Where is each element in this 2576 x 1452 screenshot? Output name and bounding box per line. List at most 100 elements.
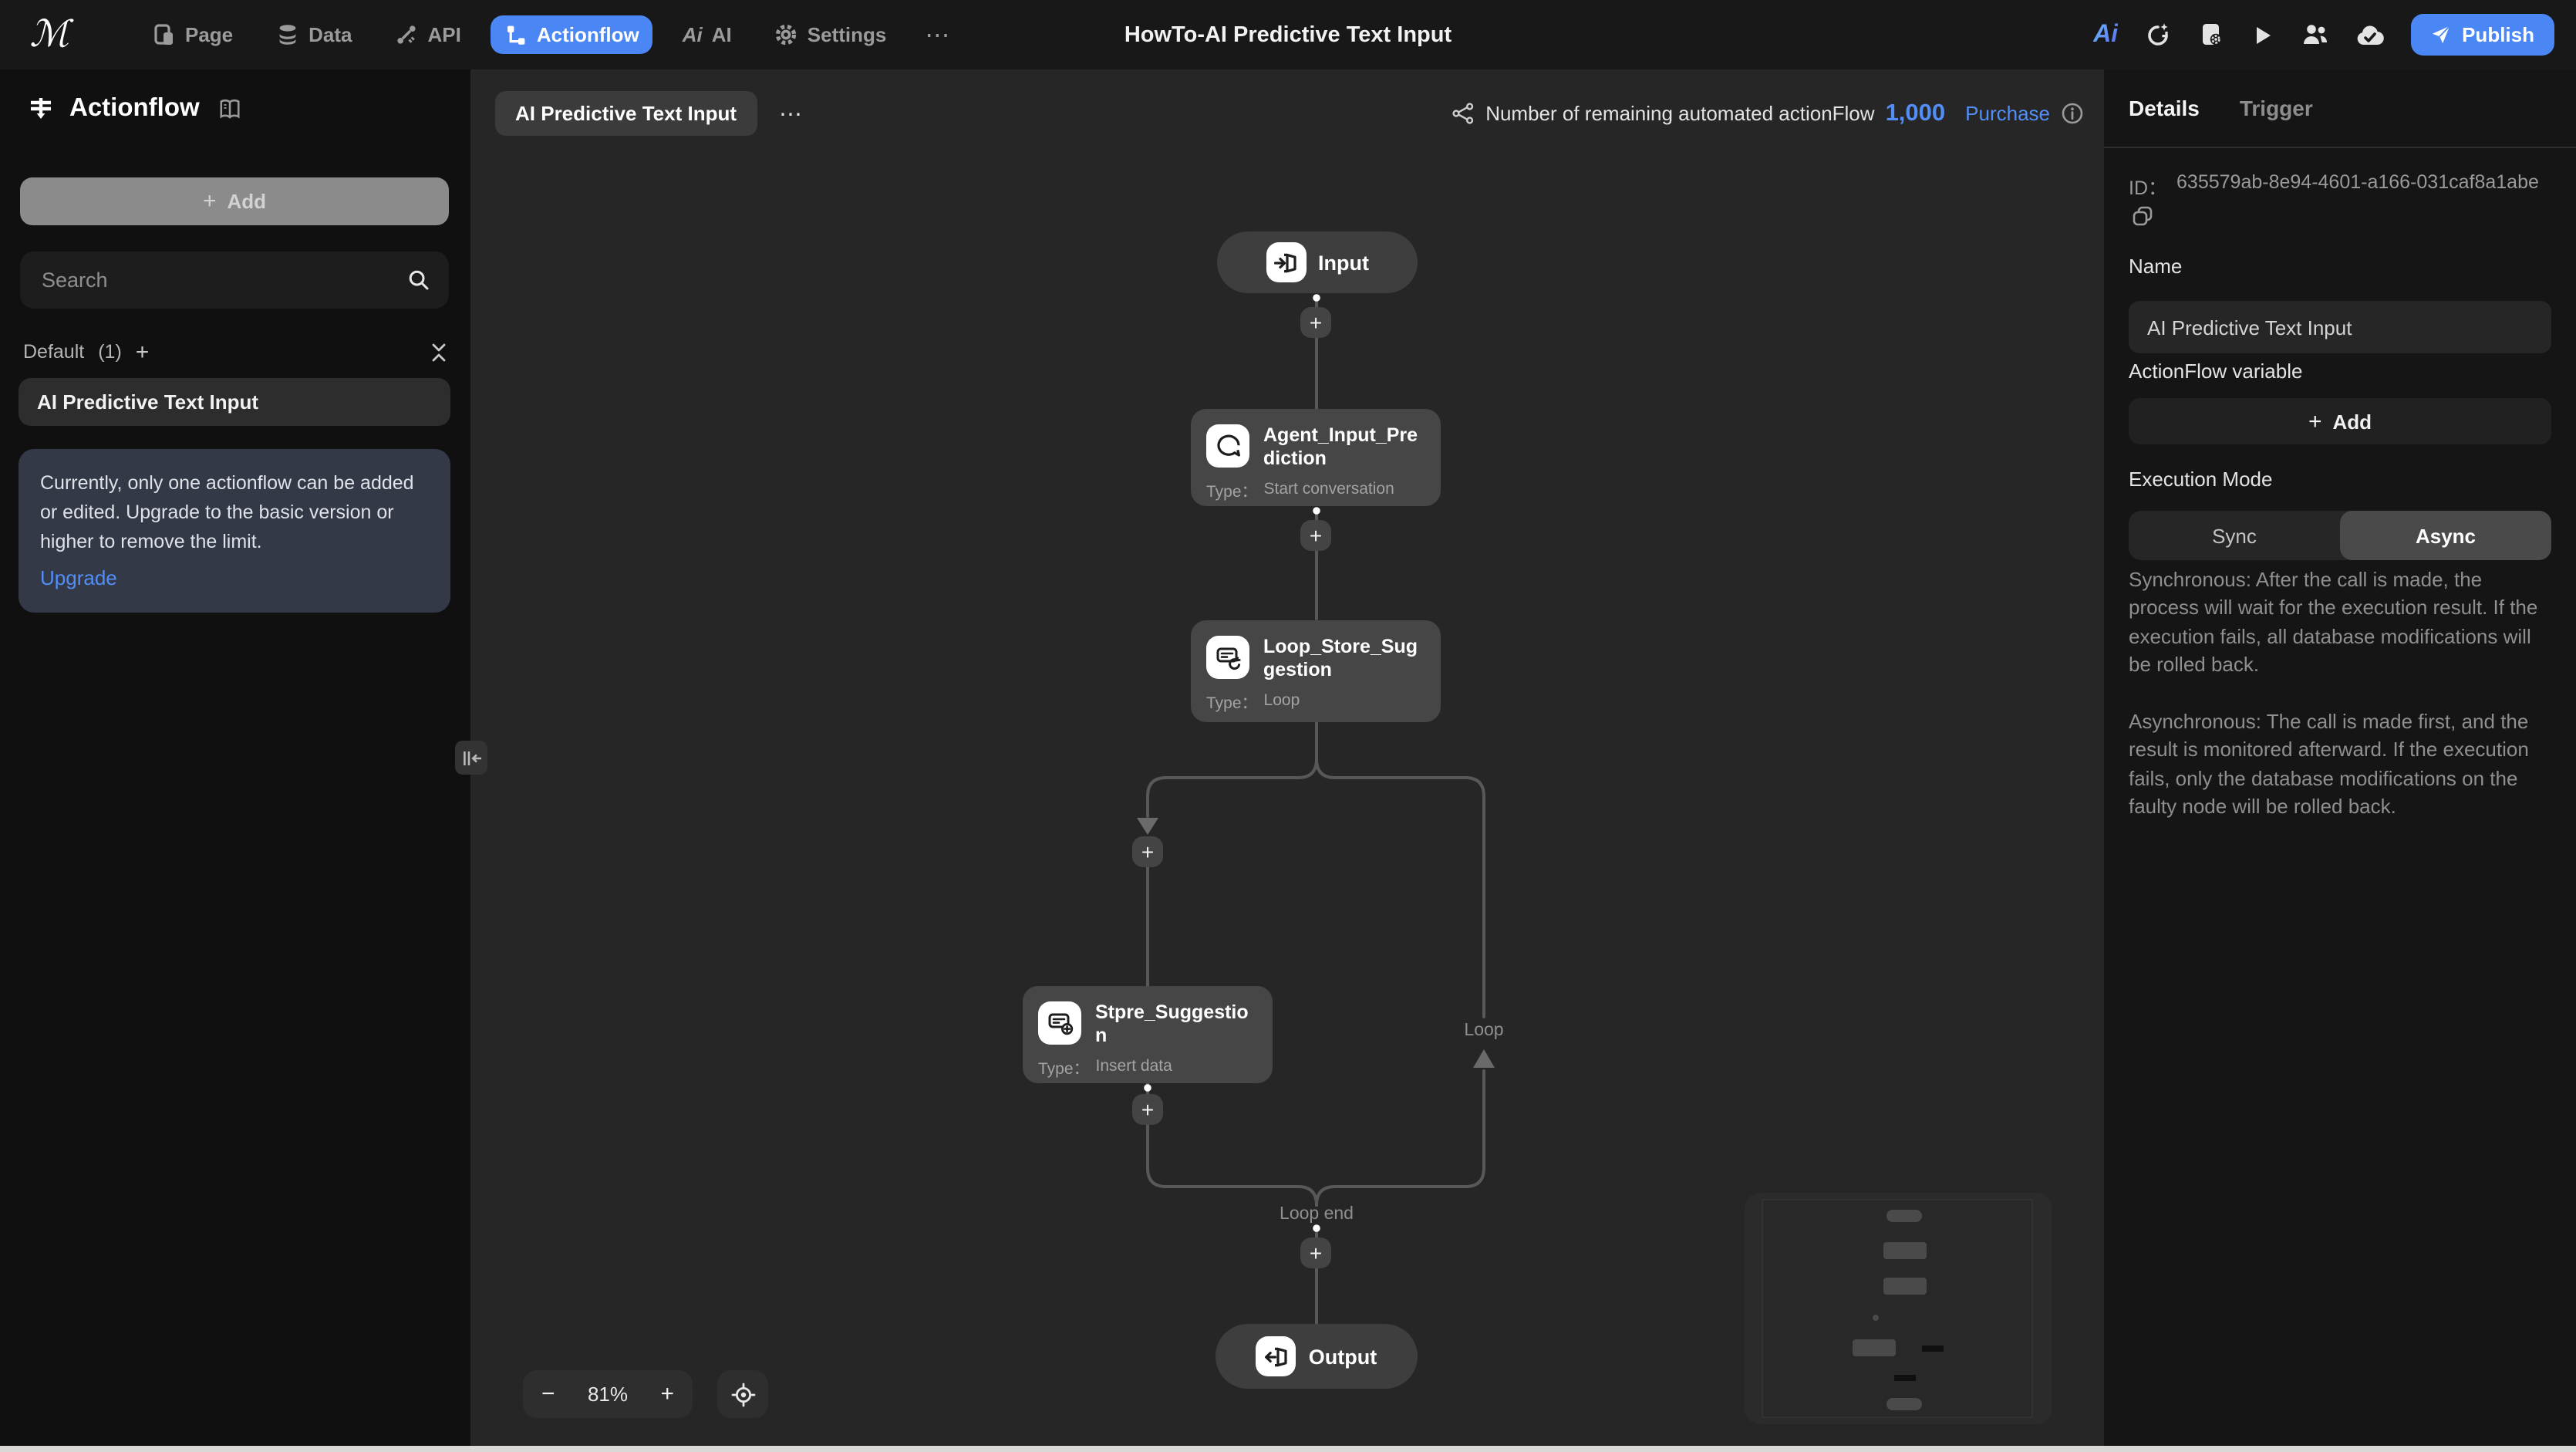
node-agent-input-prediction[interactable]: Agent_Input_Prediction Type： Start conve… — [1191, 409, 1441, 506]
async-description: Asynchronous: The call is made first, an… — [2129, 710, 2529, 819]
plus-icon: + — [202, 188, 217, 214]
main-nav: Page Data API Actionflow Ai AI Settings — [139, 15, 960, 54]
nav-item-settings[interactable]: Settings — [761, 15, 901, 54]
actionflow-sidebar: Actionflow + Add Default (1) + AI Predic… — [0, 69, 470, 1452]
collapse-all-icon[interactable] — [429, 342, 449, 362]
execution-mode-label: Execution Mode — [2129, 468, 2273, 491]
ai-logo[interactable]: Ai — [2093, 21, 2119, 47]
ai-icon: Ai — [682, 23, 703, 46]
page-icon — [153, 23, 176, 46]
name-input[interactable]: AI Predictive Text Input — [2129, 301, 2551, 353]
output-door-icon — [1256, 1336, 1296, 1376]
copy-id-icon[interactable] — [2132, 205, 2153, 227]
doc-settings-icon[interactable] — [2198, 22, 2224, 48]
nav-more-button[interactable]: ⋯ — [925, 22, 952, 49]
flow-canvas[interactable]: AI Predictive Text Input ⋯ Number of rem… — [470, 69, 2104, 1452]
add-variable-label: Add — [2332, 410, 2372, 433]
actionflow-icon — [504, 23, 528, 46]
search-icon[interactable] — [407, 268, 430, 292]
loop-end-label: Loop end — [1280, 1205, 1354, 1224]
insert-data-icon — [1038, 1001, 1081, 1045]
play-icon[interactable] — [2251, 22, 2275, 47]
info-icon[interactable] — [2061, 102, 2084, 125]
zoom-in-button[interactable]: + — [660, 1381, 674, 1407]
nav-item-label: Data — [309, 23, 352, 46]
top-navbar: ℳ Page Data API Actionflow Ai AI — [0, 0, 2576, 69]
search-input[interactable] — [39, 267, 407, 293]
api-icon — [396, 23, 419, 46]
nav-item-api[interactable]: API — [382, 15, 475, 54]
variable-label: ActionFlow variable — [2129, 360, 2303, 383]
canvas-minimap[interactable] — [1745, 1193, 2052, 1424]
users-icon[interactable] — [2301, 22, 2329, 48]
node-type-label: Type： — [1038, 1060, 1090, 1079]
add-label: Add — [227, 190, 267, 213]
node-type-label: Type： — [1206, 483, 1258, 501]
momen-logo: ℳ — [29, 12, 69, 56]
node-input[interactable]: Input — [1217, 231, 1418, 293]
remaining-label: Number of remaining automated actionFlow — [1485, 102, 1875, 125]
nav-item-label: Actionflow — [536, 23, 639, 46]
gear-icon — [775, 23, 798, 46]
panel-divider — [2104, 147, 2576, 148]
node-input-label: Input — [1318, 251, 1369, 274]
database-icon — [276, 23, 299, 46]
add-node-button-2[interactable]: + — [1300, 520, 1331, 551]
nav-item-page[interactable]: Page — [139, 15, 247, 54]
node-title: Stpre_Suggestion — [1095, 1001, 1249, 1046]
group-count: (1) — [98, 341, 122, 363]
sync-description: Synchronous: After the call is made, the… — [2129, 568, 2538, 677]
publish-label: Publish — [2462, 23, 2534, 46]
zoom-controls: − 81% + — [523, 1370, 693, 1418]
sidebar-search[interactable] — [20, 252, 449, 309]
group-row-default[interactable]: Default (1) + — [23, 335, 449, 369]
add-actionflow-button[interactable]: + Add — [20, 177, 449, 225]
loop-icon — [1206, 636, 1249, 679]
actionflow-list-item[interactable]: AI Predictive Text Input — [19, 378, 450, 426]
tab-trigger[interactable]: Trigger — [2239, 96, 2313, 120]
add-variable-button[interactable]: + Add — [2129, 398, 2551, 444]
nav-item-actionflow[interactable]: Actionflow — [490, 15, 653, 54]
node-loop-store-suggestion[interactable]: Loop_Store_Suggestion Type： Loop — [1191, 620, 1441, 722]
sync-option[interactable]: Sync — [2212, 524, 2257, 547]
refresh-magic-icon[interactable] — [2144, 21, 2172, 49]
node-output[interactable]: Output — [1216, 1324, 1418, 1389]
bottom-scrollbar[interactable] — [0, 1446, 2576, 1452]
loop-branch-label: Loop — [1464, 1021, 1504, 1040]
nav-item-label: API — [427, 23, 461, 46]
add-node-button-4[interactable]: + — [1300, 1238, 1331, 1268]
zoom-out-button[interactable]: − — [541, 1381, 555, 1407]
nav-item-label: AI — [711, 23, 732, 46]
group-add-icon[interactable]: + — [135, 339, 150, 365]
current-flow-chip[interactable]: AI Predictive Text Input — [495, 91, 757, 136]
purchase-link[interactable]: Purchase — [1965, 102, 2050, 125]
id-value: 635579ab-8e94-4601-a166-031caf8a1abe — [2176, 171, 2539, 193]
flow-options-button[interactable]: ⋯ — [779, 101, 804, 127]
flow-id-row: ID： 635579ab-8e94-4601-a166-031caf8a1abe — [2129, 171, 2554, 201]
nav-item-ai[interactable]: Ai AI — [669, 15, 746, 54]
add-node-button-left-branch[interactable]: + — [1132, 836, 1163, 867]
add-node-button-3[interactable]: + — [1132, 1094, 1163, 1125]
upgrade-link[interactable]: Upgrade — [40, 566, 117, 589]
cloud-check-icon[interactable] — [2355, 22, 2385, 47]
sidebar-collapse-handle[interactable] — [455, 741, 487, 775]
flow-chip-label: AI Predictive Text Input — [515, 102, 737, 125]
nav-item-label: Settings — [807, 23, 887, 46]
docs-book-icon[interactable] — [218, 96, 243, 121]
add-node-button-1[interactable]: + — [1300, 307, 1331, 338]
nav-item-data[interactable]: Data — [262, 15, 366, 54]
limit-notice-card: Currently, only one actionflow can be ad… — [19, 449, 450, 613]
flow-graph-icon — [1452, 102, 1475, 125]
async-option[interactable]: Async — [2340, 511, 2551, 560]
fit-view-button[interactable] — [717, 1370, 768, 1418]
publish-button[interactable]: Publish — [2411, 14, 2554, 56]
node-stpre-suggestion[interactable]: Stpre_Suggestion Type： Insert data — [1023, 986, 1273, 1083]
details-panel: Details Trigger ID： 635579ab-8e94-4601-a… — [2104, 69, 2576, 1452]
name-value: AI Predictive Text Input — [2147, 316, 2352, 339]
minimap-viewport — [1762, 1199, 2033, 1418]
tab-details[interactable]: Details — [2129, 96, 2200, 120]
actionflow-item-label: AI Predictive Text Input — [37, 390, 259, 414]
navbar-right-group: Ai Publish — [2093, 0, 2554, 69]
input-door-icon — [1266, 242, 1306, 282]
send-icon — [2431, 25, 2451, 45]
